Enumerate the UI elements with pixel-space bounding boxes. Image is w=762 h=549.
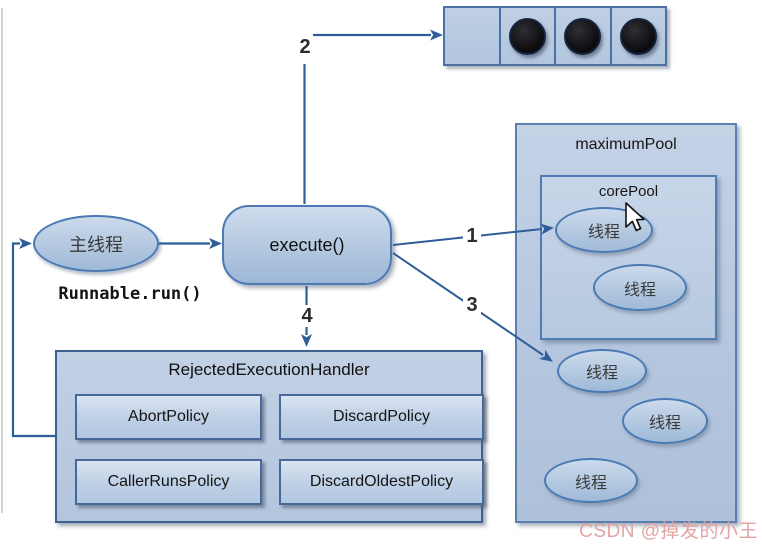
csdn-watermark: CSDN @掉发的小王 xyxy=(579,521,758,542)
queue-slot xyxy=(443,6,501,66)
handler-title: RejectedExecutionHandler xyxy=(168,360,370,379)
core-pool-box: corePool xyxy=(540,175,717,340)
discard-policy-box: DiscardPolicy xyxy=(279,394,484,440)
task-queue xyxy=(443,6,667,66)
queue-slot xyxy=(609,6,667,66)
execute-node: execute() xyxy=(222,205,392,285)
max-thread-ellipse: 线程 xyxy=(557,349,647,393)
policy-label: AbortPolicy xyxy=(128,408,209,425)
screen-edge-artifact xyxy=(1,8,3,513)
thread-label: 线程 xyxy=(585,365,618,382)
core-thread-ellipse: 线程 xyxy=(593,264,687,311)
abort-policy-box: AbortPolicy xyxy=(75,394,262,440)
policy-label: CallerRunsPolicy xyxy=(107,473,230,490)
task-dot-icon xyxy=(619,17,657,55)
thread-label: 线程 xyxy=(587,224,620,241)
maximum-pool-label: maximumPool xyxy=(575,136,677,153)
step-1-label: 1 xyxy=(463,225,481,247)
task-dot-icon xyxy=(508,17,546,55)
caller-runs-policy-box: CallerRunsPolicy xyxy=(75,459,262,505)
queue-slot xyxy=(554,6,612,66)
step-3-label: 3 xyxy=(463,294,481,316)
main-thread-ellipse: 主线程 xyxy=(33,215,159,272)
step-4-label: 4 xyxy=(298,305,316,327)
execute-label: execute() xyxy=(269,234,345,255)
queue-slot xyxy=(498,6,556,66)
discard-oldest-policy-box: DiscardOldestPolicy xyxy=(279,459,484,505)
core-pool-label: corePool xyxy=(598,183,659,200)
main-thread-label: 主线程 xyxy=(69,234,123,255)
task-dot-icon xyxy=(564,17,602,55)
policy-label: DiscardOldestPolicy xyxy=(309,473,454,490)
max-thread-ellipse: 线程 xyxy=(622,398,708,444)
step-2-label: 2 xyxy=(296,36,314,58)
runnable-run-label: Runnable.run() xyxy=(58,284,202,304)
mouse-cursor-icon xyxy=(625,202,645,232)
max-thread-ellipse: 线程 xyxy=(544,458,638,503)
thread-label: 线程 xyxy=(623,281,656,299)
thread-label: 线程 xyxy=(574,474,607,492)
arrow-handler-feedback xyxy=(11,238,55,438)
thread-label: 线程 xyxy=(648,415,681,432)
rejected-execution-handler-box: RejectedExecutionHandler AbortPolicy Dis… xyxy=(55,350,484,523)
policy-label: DiscardPolicy xyxy=(333,408,430,425)
